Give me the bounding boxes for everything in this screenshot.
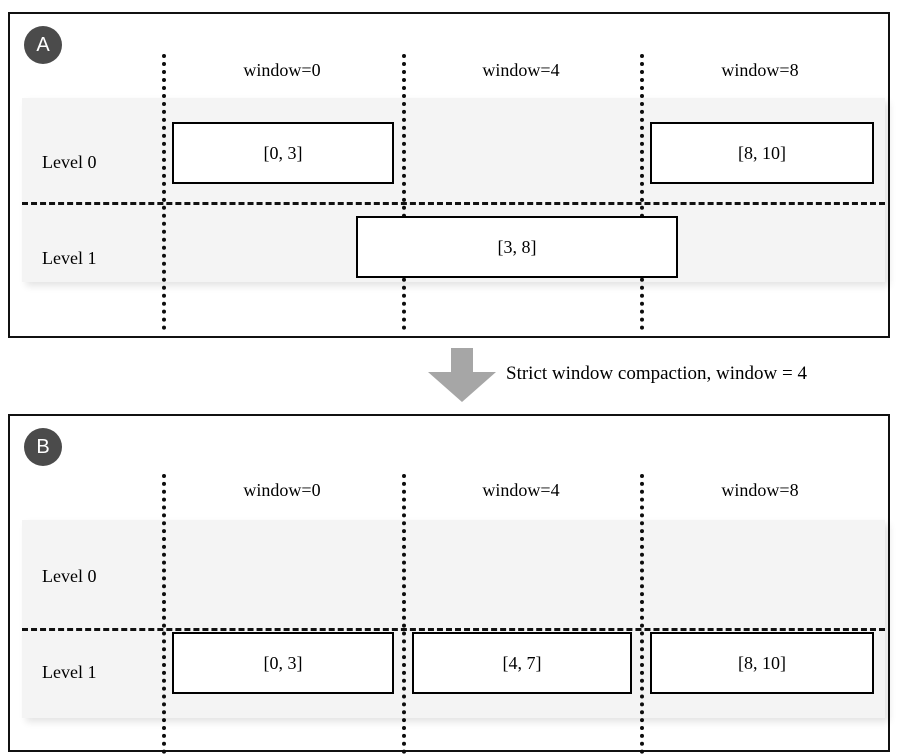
window-label-4: window=4 — [482, 480, 560, 500]
interval-box[interactable]: [3, 8] — [356, 216, 678, 278]
interval-box[interactable]: [8, 10] — [650, 632, 874, 694]
panel-b-level-0-label: Level 0 — [42, 566, 97, 586]
window-label-4: window=4 — [482, 60, 560, 80]
interval-box[interactable]: [4, 7] — [412, 632, 632, 694]
transition-group: Strict window compaction, window = 4 — [0, 340, 906, 410]
panel-b-level-1-label: Level 1 — [42, 662, 97, 682]
window-label-0: window=0 — [243, 480, 321, 500]
level-divider — [22, 202, 885, 205]
interval-box[interactable]: [8, 10] — [650, 122, 874, 184]
panel-a-level-0-label: Level 0 — [42, 152, 97, 172]
window-divider-4 — [402, 54, 406, 330]
interval-box[interactable]: [0, 3] — [172, 632, 394, 694]
interval-box[interactable]: [0, 3] — [172, 122, 394, 184]
window-divider-8 — [640, 54, 644, 330]
window-divider-4 — [402, 474, 406, 754]
window-divider-0 — [162, 474, 166, 754]
panel-a: A window=0 window=4 window=8 Level 0 Lev… — [8, 12, 890, 338]
window-label-8: window=8 — [721, 60, 799, 80]
window-label-8: window=8 — [721, 480, 799, 500]
panel-b-badge: B — [24, 428, 62, 466]
down-arrow-icon — [428, 348, 496, 402]
window-label-0: window=0 — [243, 60, 321, 80]
window-divider-0 — [162, 54, 166, 330]
window-divider-8 — [640, 474, 644, 754]
level-divider — [22, 628, 885, 631]
panel-a-badge: A — [24, 26, 62, 64]
transition-caption: Strict window compaction, window = 4 — [506, 363, 807, 384]
panel-a-level-1-label: Level 1 — [42, 248, 97, 268]
panel-b: B window=0 window=4 window=8 Level 0 Lev… — [8, 414, 890, 754]
